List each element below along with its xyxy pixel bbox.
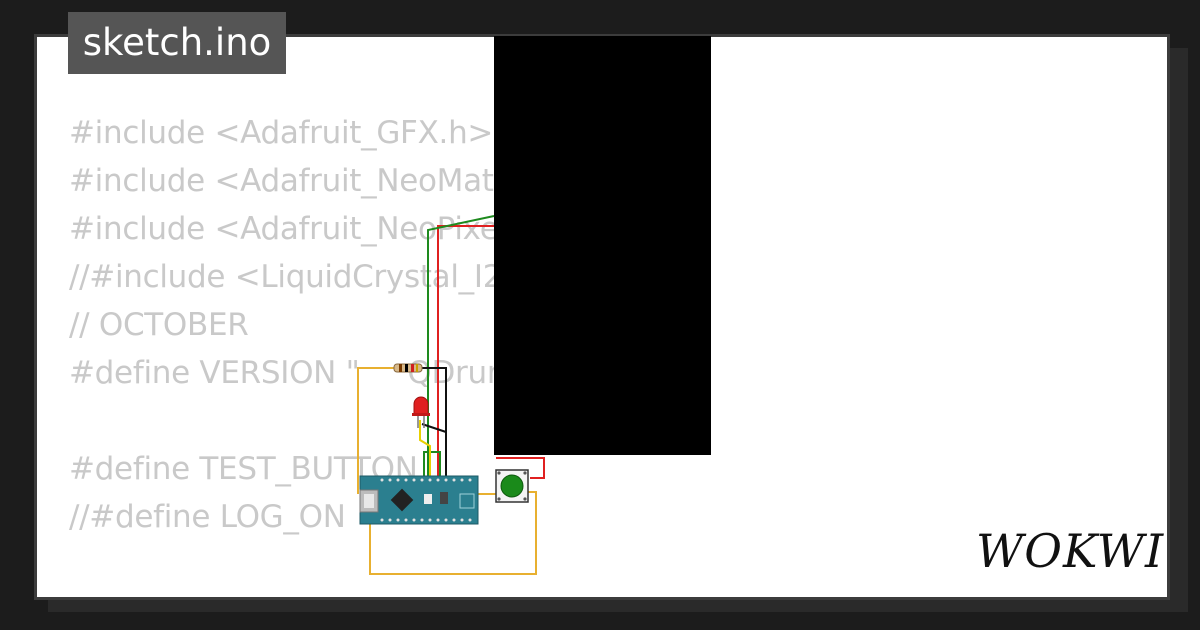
red-led[interactable] bbox=[412, 396, 430, 428]
wire-red bbox=[496, 457, 545, 479]
wire-green bbox=[423, 451, 441, 478]
pushbutton[interactable] bbox=[495, 469, 529, 503]
code-line: #ifdef TEST_BUTTON bbox=[69, 589, 587, 597]
wire-yellow bbox=[419, 420, 431, 478]
neopixel-matrix-display[interactable] bbox=[494, 36, 711, 455]
wokwi-logo: WOKWI bbox=[976, 524, 1165, 578]
wire-yellow bbox=[369, 491, 537, 575]
wire-yellow bbox=[357, 367, 396, 494]
wire-green bbox=[427, 215, 495, 478]
code-line: //#define LOG_ON bbox=[69, 499, 346, 535]
file-tab[interactable]: sketch.ino bbox=[68, 12, 286, 74]
code-line: #define TEST_BUTTON bbox=[69, 451, 418, 487]
code-line: #include <Adafruit_GFX.h> bbox=[69, 115, 494, 151]
wire-black bbox=[421, 423, 447, 433]
resistor[interactable] bbox=[393, 363, 423, 373]
arduino-nano[interactable] bbox=[359, 475, 479, 525]
code-line: // OCTOBER bbox=[69, 307, 249, 343]
wire-black bbox=[420, 367, 447, 478]
wire-red bbox=[437, 225, 494, 480]
